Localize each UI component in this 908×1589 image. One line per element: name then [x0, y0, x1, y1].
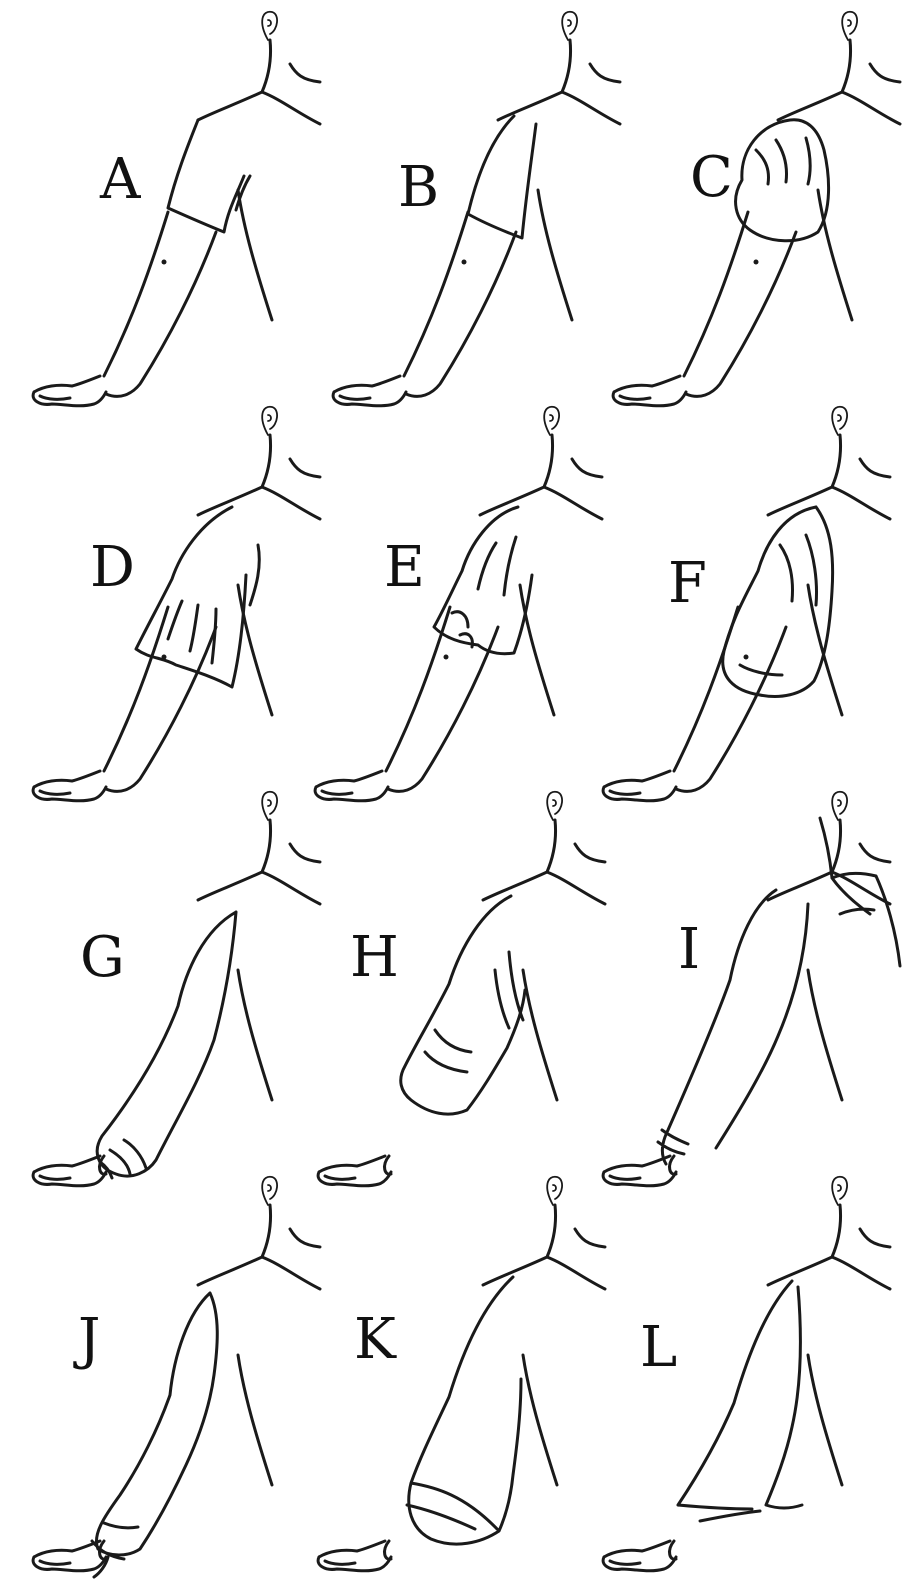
torso-side-line: [238, 190, 272, 320]
ear-outline: [832, 792, 847, 820]
sleeve-sketch-i: [603, 792, 900, 1186]
hand-outline: [33, 1156, 106, 1186]
neck-shoulder-outline: [198, 435, 320, 519]
elbow-mark: [162, 260, 167, 265]
label-k: K: [354, 1312, 396, 1368]
neck-shoulder-outline: [768, 1205, 890, 1289]
neck-shoulder-outline: [778, 40, 900, 124]
label-l: L: [640, 1320, 677, 1376]
neck-shoulder-outline: [483, 1205, 605, 1289]
torso-side-line: [818, 190, 852, 320]
torso-side-line: [238, 1355, 272, 1485]
sleeve-sketch-b: [333, 12, 620, 406]
elbow-mark: [462, 260, 467, 265]
torso-side-line: [808, 970, 842, 1100]
sleeve-outline-a: [168, 120, 250, 232]
label-h: H: [350, 930, 399, 986]
label-e: E: [384, 540, 425, 596]
sleeve-sketch-e: [315, 407, 602, 801]
torso-side-line: [808, 1355, 842, 1485]
label-j: J: [78, 1312, 100, 1368]
hand-outline: [33, 376, 106, 406]
torso-side-line: [238, 970, 272, 1100]
sleeve-sketch-a: [33, 12, 320, 406]
elbow-mark: [444, 655, 449, 660]
torso-side-line: [523, 970, 557, 1100]
hand-outline: [315, 771, 388, 801]
sleeve-sketch-k: [318, 1177, 605, 1571]
ear-outline: [832, 407, 847, 435]
sleeve-outline-i: [658, 818, 900, 1164]
ear-outline: [842, 12, 857, 40]
hand-outline: [613, 376, 686, 406]
hand-outline: [318, 1541, 391, 1571]
sleeve-sketch-g: [33, 792, 320, 1186]
label-b: B: [398, 160, 439, 216]
neck-shoulder-outline: [498, 40, 620, 124]
elbow-mark: [754, 260, 759, 265]
hand-outline: [318, 1156, 391, 1186]
torso-side-line: [520, 585, 554, 715]
forearm-outline: [104, 607, 216, 791]
neck-shoulder-outline: [480, 435, 602, 519]
sleeve-sketch-j: [33, 1177, 320, 1577]
neck-shoulder-outline: [198, 40, 320, 124]
torso-side-line: [523, 1355, 557, 1485]
sleeve-sketch-f: [603, 407, 890, 801]
ear-outline: [544, 407, 559, 435]
torso-side-line: [538, 190, 572, 320]
ear-outline: [262, 1177, 277, 1205]
sleeve-outline-c: [736, 120, 829, 241]
label-d: D: [90, 540, 135, 596]
sleeve-sketch-c: [613, 12, 900, 406]
ear-outline: [562, 12, 577, 40]
neck-shoulder-outline: [483, 820, 605, 904]
label-c: C: [690, 150, 733, 206]
ear-outline: [262, 12, 277, 40]
sleeve-sketch-d: [33, 407, 320, 801]
sleeve-outline-l: [678, 1281, 802, 1521]
label-i: I: [678, 922, 700, 978]
hand-outline: [333, 376, 406, 406]
hand-outline: [33, 771, 106, 801]
sleeve-outline-e: [434, 507, 532, 654]
label-g: G: [80, 930, 125, 986]
label-a: A: [100, 152, 140, 208]
ear-outline: [547, 1177, 562, 1205]
sleeve-outline-f: [723, 507, 833, 696]
ear-outline: [547, 792, 562, 820]
ear-outline: [262, 407, 277, 435]
forearm-outline: [104, 212, 216, 396]
neck-shoulder-outline: [198, 1205, 320, 1289]
hand-outline: [603, 771, 676, 801]
forearm-outline: [404, 212, 516, 396]
neck-shoulder-outline: [768, 435, 890, 519]
elbow-mark: [744, 655, 749, 660]
sleeve-outline-h: [401, 896, 525, 1114]
sleeve-outline-b: [468, 116, 536, 238]
ear-outline: [832, 1177, 847, 1205]
neck-shoulder-outline: [198, 820, 320, 904]
ear-outline: [262, 792, 277, 820]
sleeve-outline-j: [92, 1293, 217, 1577]
sleeve-outline-k: [407, 1277, 521, 1544]
hand-outline: [603, 1541, 676, 1571]
label-f: F: [668, 556, 707, 612]
